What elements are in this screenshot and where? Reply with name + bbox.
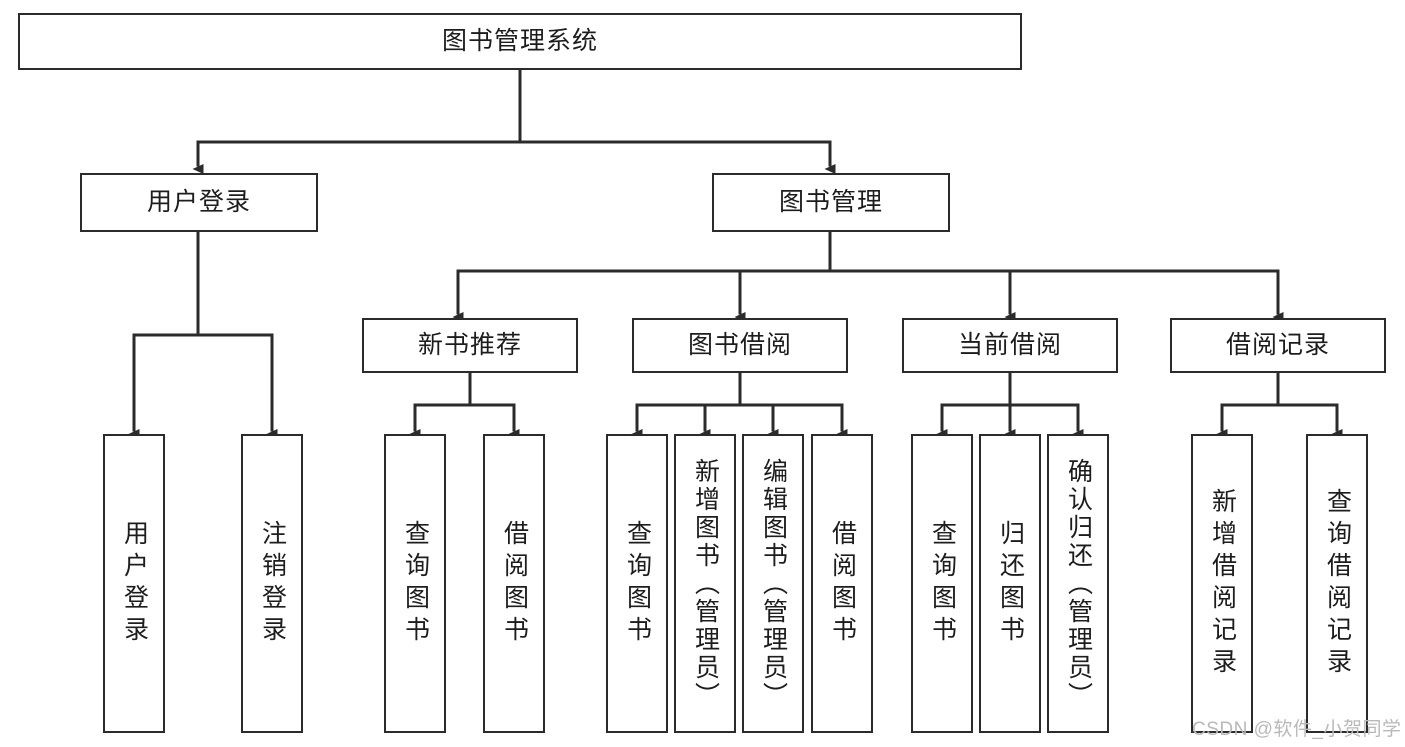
leaf-query-book-recommend[interactable]: 查询图书	[384, 434, 446, 733]
node-label: 查询借阅记录	[1323, 487, 1352, 680]
node-label: 借阅图书	[500, 519, 529, 648]
node-label: 新增图书（管理员）	[691, 457, 720, 710]
node-new-book-recommend[interactable]: 新书推荐	[362, 318, 578, 373]
leaf-edit-book-admin[interactable]: 编辑图书（管理员）	[742, 434, 804, 733]
leaf-confirm-return-admin[interactable]: 确认归还（管理员）	[1047, 434, 1109, 733]
node-label: 注销登录	[258, 519, 287, 648]
node-label: 新增借阅记录	[1208, 487, 1237, 680]
node-label: 查询图书	[623, 519, 652, 648]
leaf-user-login[interactable]: 用户登录	[103, 434, 165, 733]
node-root-system[interactable]: 图书管理系统	[18, 13, 1022, 70]
node-label: 编辑图书（管理员）	[759, 457, 788, 710]
leaf-logout[interactable]: 注销登录	[241, 434, 303, 733]
node-label: 图书管理	[778, 188, 883, 216]
node-label: 图书借阅	[687, 331, 792, 359]
leaf-return-book[interactable]: 归还图书	[979, 434, 1041, 733]
leaf-borrow-book[interactable]: 借阅图书	[811, 434, 873, 733]
node-current-borrow[interactable]: 当前借阅	[902, 318, 1118, 373]
node-book-borrow[interactable]: 图书借阅	[632, 318, 848, 373]
leaf-query-book-borrow[interactable]: 查询图书	[606, 434, 668, 733]
leaf-add-book-admin[interactable]: 新增图书（管理员）	[674, 434, 736, 733]
node-label: 归还图书	[996, 519, 1025, 648]
node-label: 用户登录	[120, 519, 149, 648]
node-label: 查询图书	[928, 519, 957, 648]
leaf-borrow-book-recommend[interactable]: 借阅图书	[483, 434, 545, 733]
leaf-query-borrow-record[interactable]: 查询借阅记录	[1306, 434, 1368, 733]
leaf-query-book-current[interactable]: 查询图书	[911, 434, 973, 733]
node-label: 用户登录	[146, 188, 251, 216]
node-label: 查询图书	[401, 519, 430, 648]
node-user-login[interactable]: 用户登录	[80, 173, 318, 232]
node-label: 新书推荐	[417, 331, 522, 359]
watermark: CSDN @软件_小贺同学	[1192, 719, 1402, 740]
leaf-add-borrow-record[interactable]: 新增借阅记录	[1191, 434, 1253, 733]
node-label: 确认归还（管理员）	[1064, 457, 1093, 710]
node-label: 借阅图书	[828, 519, 857, 648]
node-label: 当前借阅	[957, 331, 1062, 359]
node-label: 图书管理系统	[441, 27, 598, 55]
node-label: 借阅记录	[1225, 331, 1330, 359]
node-book-management[interactable]: 图书管理	[712, 173, 950, 232]
node-borrow-record[interactable]: 借阅记录	[1170, 318, 1386, 373]
